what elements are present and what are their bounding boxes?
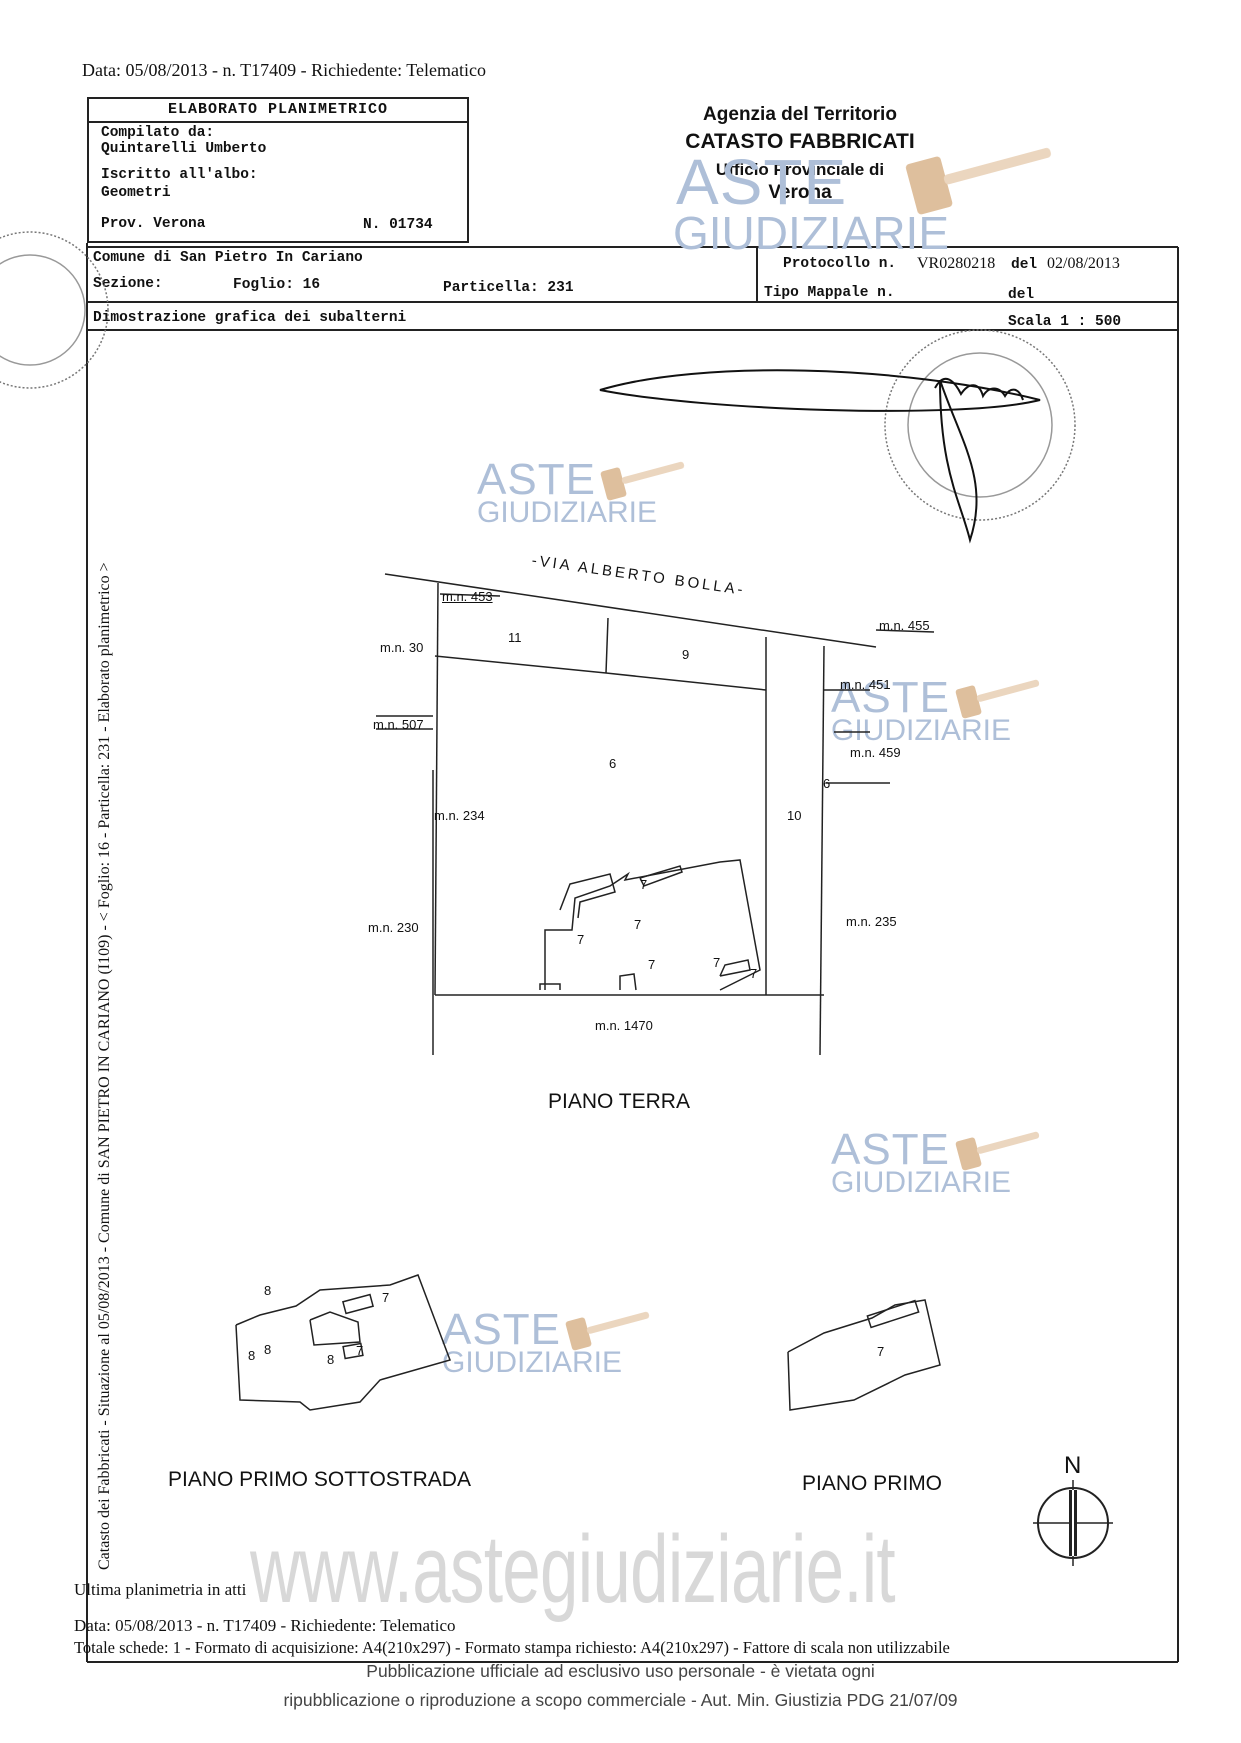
agency-office: Ufficio Provinciale di [715, 160, 885, 179]
dimostrazione-label: Dimostrazione grafica dei subalterni [93, 310, 407, 326]
subalterno-7: 7 [750, 966, 758, 981]
scale: Scala 1 : 500 [1008, 314, 1122, 330]
registration-number: N. 01734 [363, 217, 433, 233]
subalterno-11: 11 [508, 630, 522, 645]
site-watermark: www.astegiudiziarie.it [250, 1516, 896, 1623]
footer-ultima: Ultima planimetria in atti [74, 1580, 247, 1599]
north-arrow-icon [1033, 1480, 1113, 1566]
mn-30-label: m.n. 30 [380, 640, 424, 655]
subalterno-7: 7 [640, 877, 648, 892]
mn-455-label: m.n. 455 [879, 618, 930, 633]
particella: Particella: 231 [443, 280, 574, 296]
agency-name: Agenzia del Territorio [703, 104, 897, 125]
subalterno-7: 7 [577, 932, 585, 947]
aste-watermark: ASTE GIUDIZIARIE [477, 455, 658, 529]
protocollo-number: VR0280218 [917, 255, 996, 272]
compiled-by-label: Compilato da: [101, 125, 215, 141]
subalterno-7: 7 [382, 1290, 390, 1305]
protocollo-del-label: del [1011, 257, 1038, 273]
tipo-mappale-del-label: del [1008, 287, 1035, 303]
floor-label-sottostrada: PIANO PRIMO SOTTOSTRADA [168, 1468, 471, 1491]
mn-230-label: m.n. 230 [368, 920, 419, 935]
publication-notice-line1: Pubblicazione ufficiale ad esclusivo uso… [366, 1661, 875, 1681]
sezione-label: Sezione: [93, 276, 163, 292]
aste-watermark: ASTE GIUDIZIARIE [831, 1125, 1012, 1199]
mn-507-label: m.n. 507 [373, 717, 424, 732]
subalterno-9: 9 [682, 647, 690, 662]
subalterno-10: 10 [787, 808, 802, 823]
compiled-by-name: Quintarelli Umberto [101, 141, 267, 157]
aste-watermark: ASTE GIUDIZIARIE [831, 673, 1012, 747]
footer-data: Data: 05/08/2013 - n. T17409 - Richieden… [74, 1616, 456, 1635]
protocollo-label: Protocollo n. [783, 256, 897, 272]
albo-value: Geometri [101, 185, 171, 201]
subalterno-7: 7 [634, 917, 642, 932]
comune: Comune di San Pietro In Cariano [93, 250, 363, 266]
subalterno-8: 8 [248, 1348, 256, 1363]
mn-1470-label: m.n. 1470 [595, 1018, 653, 1033]
subalterno-6: 6 [609, 756, 617, 771]
foglio: Foglio: 16 [233, 277, 321, 293]
mn-451-label: m.n. 451 [840, 677, 891, 692]
footer-totale: Totale schede: 1 - Formato di acquisizio… [74, 1638, 950, 1657]
elaborato-info-box: ELABORATO PLANIMETRICO Compilato da: Qui… [87, 97, 469, 243]
subalterno-7: 7 [877, 1344, 885, 1359]
document-header: Data: 05/08/2013 - n. T17409 - Richieden… [82, 60, 486, 80]
aste-watermark: ASTE GIUDIZIARIE [442, 1305, 623, 1379]
agency-catasto: CATASTO FABBRICATI [685, 130, 915, 153]
mn-459-label: m.n. 459 [850, 745, 901, 760]
agency-city: Verona [768, 182, 832, 203]
subalterno-7: 7 [648, 957, 656, 972]
publication-notice-line2: ripubblicazione o riproduzione a scopo c… [283, 1690, 958, 1710]
subalterno-6-strip: 6 [823, 776, 831, 791]
subalterno-8: 8 [264, 1283, 272, 1298]
province: Prov. Verona [101, 216, 206, 232]
subalterno-7: 7 [713, 955, 721, 970]
mn-453-label: m.n. 453 [442, 589, 493, 604]
subalterno-8: 8 [327, 1352, 335, 1367]
north-label: N [1064, 1452, 1082, 1479]
albo-label: Iscritto all'albo: [101, 167, 258, 183]
floor-label-terra: PIANO TERRA [548, 1090, 690, 1113]
protocollo-date: 02/08/2013 [1047, 255, 1120, 272]
elaborato-title: ELABORATO PLANIMETRICO [89, 99, 467, 123]
subalterno-7: 7 [356, 1343, 364, 1358]
mn-235-label: m.n. 235 [846, 914, 897, 929]
side-cadastral-reference: Catasto dei Fabbricati - Situazione al 0… [96, 562, 113, 1570]
tipo-mappale: Tipo Mappale n. [764, 285, 895, 301]
floor-label-primo: PIANO PRIMO [802, 1472, 943, 1495]
subalterno-8: 8 [264, 1342, 272, 1357]
mn-234-label: m.n. 234 [434, 808, 485, 823]
agency-block: Agenzia del Territorio CATASTO FABBRICAT… [640, 104, 960, 204]
aste-watermark: ASTE GIUDIZIARIE [673, 146, 950, 259]
